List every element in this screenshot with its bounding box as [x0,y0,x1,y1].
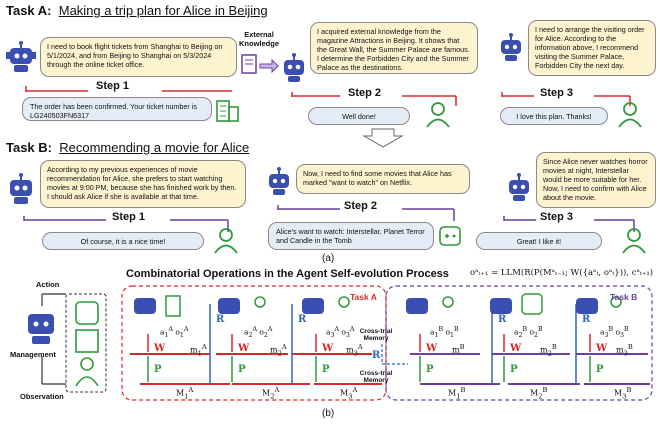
r-op-label: R [498,314,507,325]
robot-icon [284,53,304,82]
robot-icon [6,41,36,72]
agent-loop-diagram [28,293,107,393]
memory-label: M2B [530,386,548,401]
task-a-step3-bubble: I need to arrange the visiting order for… [528,20,656,76]
w-op-label: W [154,343,166,354]
memory-label: M3B [614,386,632,401]
r-op-label: R [298,314,307,325]
p-op-label: P [322,364,330,375]
memory-label: m3B [616,343,633,358]
p-op-label: P [510,364,518,375]
task-b-step2-label: Step 2 [344,200,378,212]
robot-icon [269,167,289,195]
task-a-step1-reply: The order has been confirmed. Your ticke… [22,97,212,121]
user-icon [618,102,642,128]
cross-trial-memory-bottom: Cross-trial Memory [359,370,393,384]
memory-label: m2A [270,343,287,358]
action-label: Action [36,280,60,289]
r-op-label: R [582,314,591,325]
w-op-label: W [596,343,608,354]
w-op-label: W [322,343,334,354]
p-op-label: P [154,364,162,375]
memory-label: m3A [346,343,363,358]
task-a-title: Task A: Making a trip plan for Alice in … [6,3,268,18]
down-arrow-icon [362,128,404,148]
step1-b-arrow [23,216,229,232]
w-op-label: W [510,343,522,354]
ops-formula: oᵃₜ₊₁ = LLM(R(P(Mᵃₜ₋₁; W({aᵃₜ, oᵃₜ})), c… [470,268,654,278]
task-a-step3-reply: I love this plan. Thanks! [500,107,608,125]
w-op-label: W [238,343,250,354]
memory-label: M2A [262,386,280,401]
ops-flow-diagram [121,285,653,401]
r-op-label: R [216,314,225,325]
w-op-label: W [426,343,438,354]
cross-trial-memory-top: Cross-trial Memory [359,328,393,342]
p-op-label: P [426,364,434,375]
a-o-label: a3A o3A [326,326,355,339]
memory-label: m1A [190,343,207,358]
a-o-label: a2B o2B [514,326,543,339]
task-b-step1-bubble: According to my previous experiences of … [40,160,246,208]
caption-b: (b) [322,408,335,419]
user-icon [426,102,450,128]
task-a-step2-label: Step 2 [348,87,382,99]
memory-label: m2B [540,343,557,358]
memory-label: mB [452,343,465,355]
step1-arrow [25,86,232,92]
a-o-label: a3B o3B [600,326,629,339]
step2-arrow [291,92,457,106]
task-b-step1-reply: Of course, it is a nice time! [42,232,204,250]
building-icon [216,100,239,122]
task-b-step3-bubble: Since Alice never watches horror movies … [536,152,656,208]
a-o-label: a1B o1B [430,326,459,339]
caption-a: (a) [322,253,335,264]
p-op-label: P [238,364,246,375]
task-b-step2-bubble: Now, I need to find some movies that Ali… [296,164,470,194]
book-icon [241,54,279,74]
game-controller-icon [439,226,461,246]
task-b-step1-label: Step 1 [112,211,146,223]
memory-label: M1A [176,386,194,401]
task-b-step2-reply: Alice's want to watch: Interstellar, Pla… [268,222,434,250]
step2-b-arrow [277,205,455,221]
task-b-title: Task B: Recommending a movie for Alice [6,140,250,155]
task-a-step1-bubble: I need to book flight tickets from Shang… [40,37,237,77]
a-o-label: a2A o2A [244,326,273,339]
task-a-label: Task A [350,292,377,302]
external-knowledge-label: External Knowledge [238,30,279,48]
robot-icon [509,173,529,201]
step3-arrow [501,92,631,106]
r-op-label: R [372,350,381,361]
memory-label: M3A [340,386,358,401]
step3-b-arrow [503,216,635,232]
user-icon [622,228,646,254]
robot-icon [10,173,32,204]
memory-label: M1B [448,386,466,401]
task-a-step2-reply: Well done! [308,107,410,125]
task-a-step1-label: Step 1 [96,80,130,92]
task-b-label: Task B [610,292,638,302]
task-a-step2-bubble: I acquired external knowledge from the m… [310,22,478,74]
a-o-label: a1A o1A [160,326,189,339]
p-op-label: P [596,364,604,375]
observation-label: Observation [20,392,64,401]
robot-icon [501,33,521,61]
task-a-step3-label: Step 3 [540,87,574,99]
task-b-step3-label: Step 3 [540,211,574,223]
user-icon [214,228,238,254]
management-label: Management [10,350,56,359]
ops-title: Combinatorial Operations in the Agent Se… [126,268,449,280]
task-b-step3-reply: Great! I like it! [476,232,602,250]
